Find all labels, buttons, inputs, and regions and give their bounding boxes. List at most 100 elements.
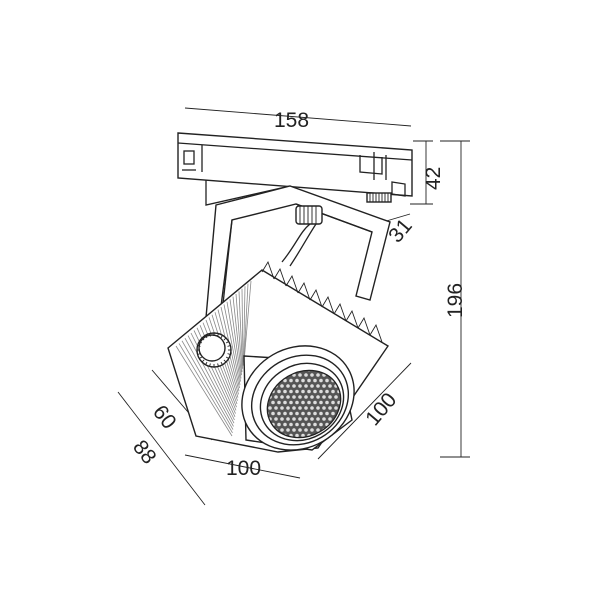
honeycomb-cell (316, 417, 320, 421)
honeycomb-cell (313, 422, 317, 427)
honeycomb-cell (271, 411, 275, 416)
honeycomb-cell (358, 417, 362, 421)
fin-ridge (297, 281, 311, 301)
dim-60-label: 60 (148, 401, 181, 434)
fin-line (243, 286, 246, 363)
honeycomb-cell (304, 384, 308, 388)
honeycomb-cell (352, 428, 353, 432)
honeycomb-cell (307, 400, 311, 405)
knob-tooth (227, 353, 231, 355)
honeycomb-cell (331, 389, 335, 394)
honeycomb-cell (286, 417, 290, 421)
knob-tooth (199, 341, 203, 344)
dim-88-line (117, 391, 206, 506)
fin-ridge (345, 309, 359, 329)
honeycomb-cell (301, 411, 305, 416)
knob-tooth (199, 356, 203, 359)
honeycomb-cell (307, 378, 311, 383)
honeycomb-cell (298, 406, 302, 410)
knob-tooth (227, 345, 231, 347)
honeycomb-cell (325, 411, 329, 416)
honeycomb-cell (352, 406, 353, 410)
honeycomb-cell (319, 422, 323, 427)
honeycomb-cell (307, 389, 311, 394)
pivot-knob (196, 332, 232, 368)
cable (281, 223, 311, 263)
honeycomb-cell (319, 389, 323, 394)
adapter-body (177, 132, 413, 197)
honeycomb-cell (358, 428, 362, 432)
honeycomb-cell (331, 400, 335, 405)
honeycomb-cell (301, 422, 305, 427)
honeycomb-cell (358, 406, 362, 410)
honeycomb-cell (277, 422, 281, 427)
honeycomb-cell (310, 395, 314, 399)
adapter-knurl-lines (369, 193, 389, 202)
honeycomb-cell (325, 378, 329, 383)
fin-line (184, 338, 234, 427)
honeycomb-cell (286, 395, 290, 399)
honeycomb-cell (295, 422, 299, 427)
fin-line (226, 301, 241, 382)
dimension-lines (117, 107, 470, 506)
honeycomb-cell (298, 384, 302, 388)
honeycomb-cell (283, 411, 287, 416)
fin-ridge (333, 302, 347, 322)
stem-knob-grip (299, 206, 317, 224)
knob-tooth (201, 359, 205, 363)
honeycomb-cell (298, 417, 302, 421)
honeycomb-cell (316, 373, 320, 377)
fin-ridge (285, 274, 299, 294)
honeycomb-cell (358, 395, 362, 399)
honeycomb-cell (280, 395, 284, 399)
honeycomb-cell (301, 400, 305, 405)
fin-line (187, 335, 235, 424)
fin-line (175, 345, 233, 437)
dim-158-line (184, 107, 412, 127)
honeycomb-cell (313, 389, 317, 394)
lamp-head (167, 260, 389, 453)
knob-tooth (209, 333, 211, 337)
fin-line (243, 283, 249, 360)
honeycomb-cell (319, 400, 323, 405)
honeycomb-cell (277, 400, 281, 405)
honeycomb-cell (334, 395, 338, 399)
honeycomb-cell (292, 417, 296, 421)
honeycomb-cell (355, 423, 359, 427)
honeycomb-cell (283, 422, 287, 427)
knob-tooth (205, 361, 208, 365)
knob-tooth (223, 337, 227, 341)
honeycomb-cell (307, 411, 311, 416)
dim-158-label: 158 (274, 109, 309, 132)
honeycomb-cell (295, 400, 299, 405)
knob-tooth (205, 335, 208, 339)
fin-line (178, 343, 233, 434)
honeycomb-cell (319, 378, 323, 383)
honeycomb-cell (286, 428, 290, 432)
honeycomb-cell (292, 406, 296, 410)
honeycomb-cell (322, 384, 326, 388)
honeycomb-cell (289, 422, 293, 427)
honeycomb-cell (289, 411, 293, 416)
stem-knob (281, 205, 323, 267)
honeycomb-cell (316, 428, 320, 432)
dim-42-label: 42 (422, 167, 445, 190)
knob-tooth (220, 361, 223, 365)
honeycomb-cell (310, 373, 314, 377)
honeycomb-cell (355, 401, 359, 405)
honeycomb-cell (274, 395, 278, 399)
honeycomb-cell (292, 395, 296, 399)
dim-31-label: 31 (384, 215, 417, 248)
pivot-knob-inner (198, 334, 226, 362)
fin-line (244, 280, 252, 357)
honeycomb-cell (361, 390, 365, 394)
honeycomb-cell (313, 400, 317, 405)
honeycomb-cell (310, 406, 314, 410)
honeycomb-cell (361, 423, 365, 427)
honeycomb-cell (328, 406, 332, 410)
honeycomb-cell (313, 378, 317, 383)
knob-tooth (217, 363, 219, 367)
honeycomb-cell (301, 433, 305, 438)
honeycomb-cell (286, 384, 290, 388)
